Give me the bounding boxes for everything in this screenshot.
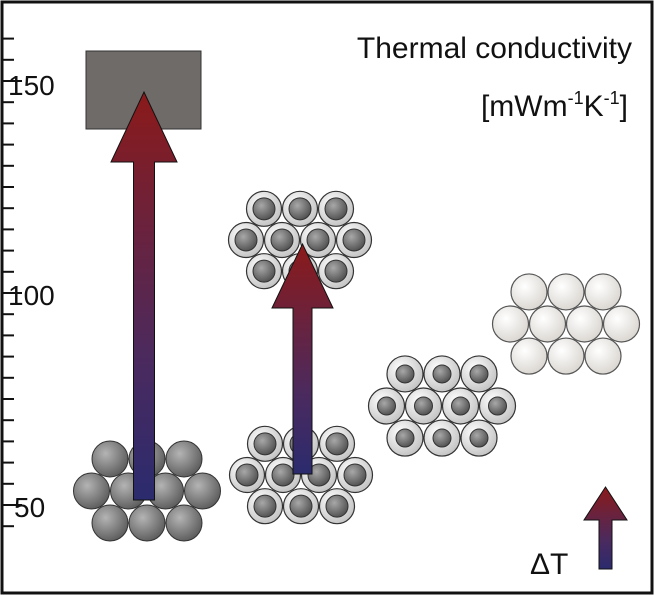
- hollow-sphere: [565, 305, 604, 343]
- sphere-core: [343, 463, 367, 487]
- sphere-core: [432, 364, 452, 384]
- sphere-core: [324, 197, 348, 221]
- delta-t-arrow: [583, 486, 628, 570]
- solid-sphere: [184, 472, 221, 510]
- solid-sphere: [165, 504, 203, 542]
- solid-sphere: [128, 504, 166, 542]
- hollow-sphere: [491, 305, 530, 343]
- y-axis-ticks: [3, 37, 22, 528]
- sphere-core: [451, 396, 470, 416]
- sphere-core: [488, 396, 507, 416]
- solid-sphere: [73, 472, 110, 510]
- sphere-core: [432, 428, 452, 448]
- unit-mid: K: [584, 90, 604, 123]
- unit-open: [mWm: [481, 90, 568, 123]
- hollow-sphere: [584, 273, 622, 311]
- unit-close: ]: [620, 90, 628, 123]
- y-tick-label-50: 50: [14, 492, 45, 523]
- sphere-core: [252, 197, 276, 221]
- unit-exp1: -1: [568, 88, 584, 108]
- sphere-core: [234, 228, 258, 252]
- sphere-core: [395, 364, 415, 384]
- hollow-sphere: [510, 337, 548, 375]
- unit-exp2: -1: [604, 88, 620, 108]
- sphere-core: [342, 228, 366, 252]
- hollow-sphere: [510, 273, 548, 311]
- sphere-core: [469, 364, 489, 384]
- sphere-core: [377, 396, 396, 416]
- sphere-core: [469, 428, 489, 448]
- sphere-core: [307, 463, 331, 487]
- cluster-solid-spheres: [73, 440, 221, 542]
- chart-title: Thermal conductivity: [357, 32, 632, 65]
- solid-sphere: [91, 504, 129, 542]
- hollow-sphere: [602, 305, 641, 343]
- hollow-sphere: [547, 273, 585, 311]
- sphere-core: [288, 197, 312, 221]
- sphere-core: [271, 463, 295, 487]
- sphere-core: [253, 494, 277, 518]
- solid-sphere: [165, 440, 203, 478]
- solid-sphere: [91, 440, 129, 478]
- sphere-core: [235, 463, 259, 487]
- sphere-core: [324, 259, 348, 283]
- y-tick-label-100: 100: [8, 280, 55, 311]
- cluster-hollow-spheres: [491, 273, 641, 375]
- conductivity-arrow-small: [271, 242, 334, 475]
- sphere-core: [325, 432, 349, 456]
- hollow-sphere: [528, 305, 567, 343]
- sphere-core: [289, 494, 313, 518]
- sphere-core: [306, 228, 330, 252]
- cluster-core-shell-high: [227, 190, 373, 290]
- sphere-core: [252, 259, 276, 283]
- sphere-core: [325, 494, 349, 518]
- sphere-core: [414, 396, 433, 416]
- hollow-sphere: [547, 337, 585, 375]
- sphere-core: [395, 428, 415, 448]
- unit-label: [mWm-1K-1]: [481, 88, 628, 123]
- conductivity-arrow-large: [110, 90, 178, 501]
- sphere-core: [253, 432, 277, 456]
- hollow-sphere: [584, 337, 622, 375]
- sphere-core: [270, 228, 294, 252]
- cluster-core-shell-thin: [367, 355, 517, 457]
- delta-t-label: ΔT: [530, 548, 568, 581]
- y-tick-label-150: 150: [8, 70, 55, 101]
